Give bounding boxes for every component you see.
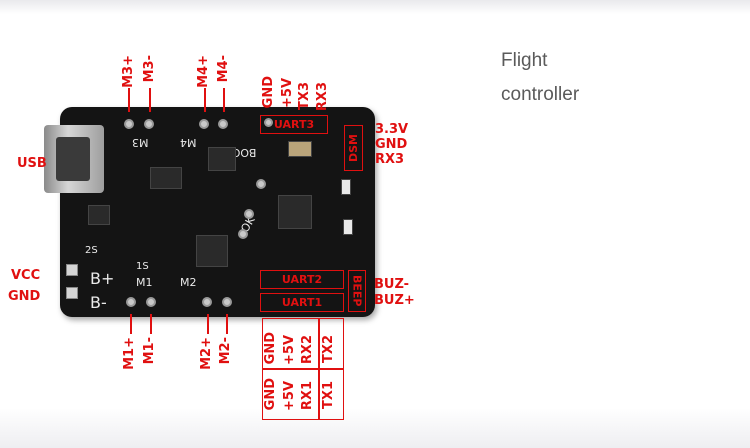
label-uart2-tx2: TX2 [321, 335, 336, 363]
label-uart3-5v: +5V [280, 78, 295, 108]
pad-m1-minus [146, 297, 156, 307]
label-uart3-rx3: RX3 [315, 82, 330, 112]
led-2 [343, 219, 353, 235]
label-m1-minus: M1- [142, 337, 157, 365]
label-uart1-rx1: RX1 [300, 381, 315, 411]
label-uart3-gnd: GND [261, 76, 276, 109]
uart1-label: UART1 [260, 293, 344, 312]
via-3 [238, 229, 248, 239]
pad-vcc [66, 264, 78, 276]
pad-m3-minus [144, 119, 154, 129]
label-m3-minus: M3- [142, 55, 157, 83]
label-m2-plus: M2+ [199, 337, 214, 370]
label-vcc: VCC [11, 268, 41, 283]
pad-m2-minus [222, 297, 232, 307]
pad-m2-plus [202, 297, 212, 307]
mcu-chip [278, 195, 312, 229]
via-2 [244, 209, 254, 219]
tick-m3-minus [149, 88, 151, 112]
label-uart2-rx2: RX2 [300, 335, 315, 365]
pad-gnd [66, 287, 78, 299]
label-buz-plus: BUZ+ [374, 293, 415, 308]
beep-label: BEEP [348, 270, 366, 312]
top-gradient-band [0, 0, 750, 14]
label-m4-minus: M4- [216, 55, 231, 83]
uart2-label: UART2 [260, 270, 344, 289]
bottom-gradient-band [0, 408, 750, 448]
regulator-chip [150, 167, 182, 189]
label-uart3-tx3: TX3 [297, 82, 312, 110]
tick-m2-plus [207, 314, 209, 334]
inductor-component [196, 235, 228, 267]
label-gnd: GND [8, 289, 41, 304]
caption-line-2: controller [501, 84, 580, 105]
pad-m4-plus [199, 119, 209, 129]
caption-line-1: Flight [501, 50, 548, 71]
silk-1s: 1S [136, 261, 149, 272]
label-dsm-3v3: 3.3V [375, 122, 409, 137]
label-uart1-5v: +5V [282, 381, 297, 411]
uart-table-col-divider [318, 318, 320, 420]
pad-m1-plus [126, 297, 136, 307]
label-m4-plus: M4+ [196, 55, 211, 88]
button-component [88, 205, 110, 225]
label-dsm-rx3: RX3 [375, 152, 405, 167]
tick-m3-plus [128, 88, 130, 112]
usb-connector [44, 125, 104, 193]
flight-controller-board: M3 M4 UART3 DSM BOOT OK 2S 1S B+ B- M1 M… [60, 107, 375, 317]
label-m1-plus: M1+ [122, 337, 137, 370]
label-dsm-gnd: GND [375, 137, 408, 152]
beep-text: BEEP [350, 275, 364, 307]
label-uart1-tx1: TX1 [321, 381, 336, 409]
usb-port [56, 137, 90, 181]
tick-m4-minus [223, 88, 225, 112]
label-buz-minus: BUZ- [374, 277, 410, 292]
silk-b-plus: B+ [90, 269, 115, 288]
silk-m4: M4 [180, 136, 197, 149]
label-usb: USB [17, 156, 47, 171]
pad-uart3-gnd [264, 118, 273, 127]
silk-m2: M2 [180, 276, 197, 289]
tick-m1-minus [150, 314, 152, 334]
dsm-label: DSM [344, 125, 363, 171]
uart3-label: UART3 [260, 115, 328, 134]
via-1 [256, 179, 266, 189]
tick-m2-minus [226, 314, 228, 334]
tick-m4-plus [204, 88, 206, 112]
dsm-text: DSM [347, 134, 360, 162]
silk-2s: 2S [85, 245, 98, 256]
silk-m1: M1 [136, 276, 153, 289]
label-uart2-5v: +5V [282, 335, 297, 365]
label-m2-minus: M2- [218, 337, 233, 365]
label-uart1-gnd: GND [263, 378, 278, 411]
silk-m3: M3 [132, 136, 149, 149]
pad-m3-plus [124, 119, 134, 129]
label-uart2-gnd: GND [263, 332, 278, 365]
label-m3-plus: M3+ [121, 55, 136, 88]
uart-table-divider [262, 368, 344, 370]
tick-m1-plus [130, 314, 132, 334]
silk-b-minus: B- [90, 293, 107, 312]
led-1 [341, 179, 351, 195]
pad-m4-minus [218, 119, 228, 129]
crystal-component [288, 141, 312, 157]
mosfet-chip [208, 147, 236, 171]
